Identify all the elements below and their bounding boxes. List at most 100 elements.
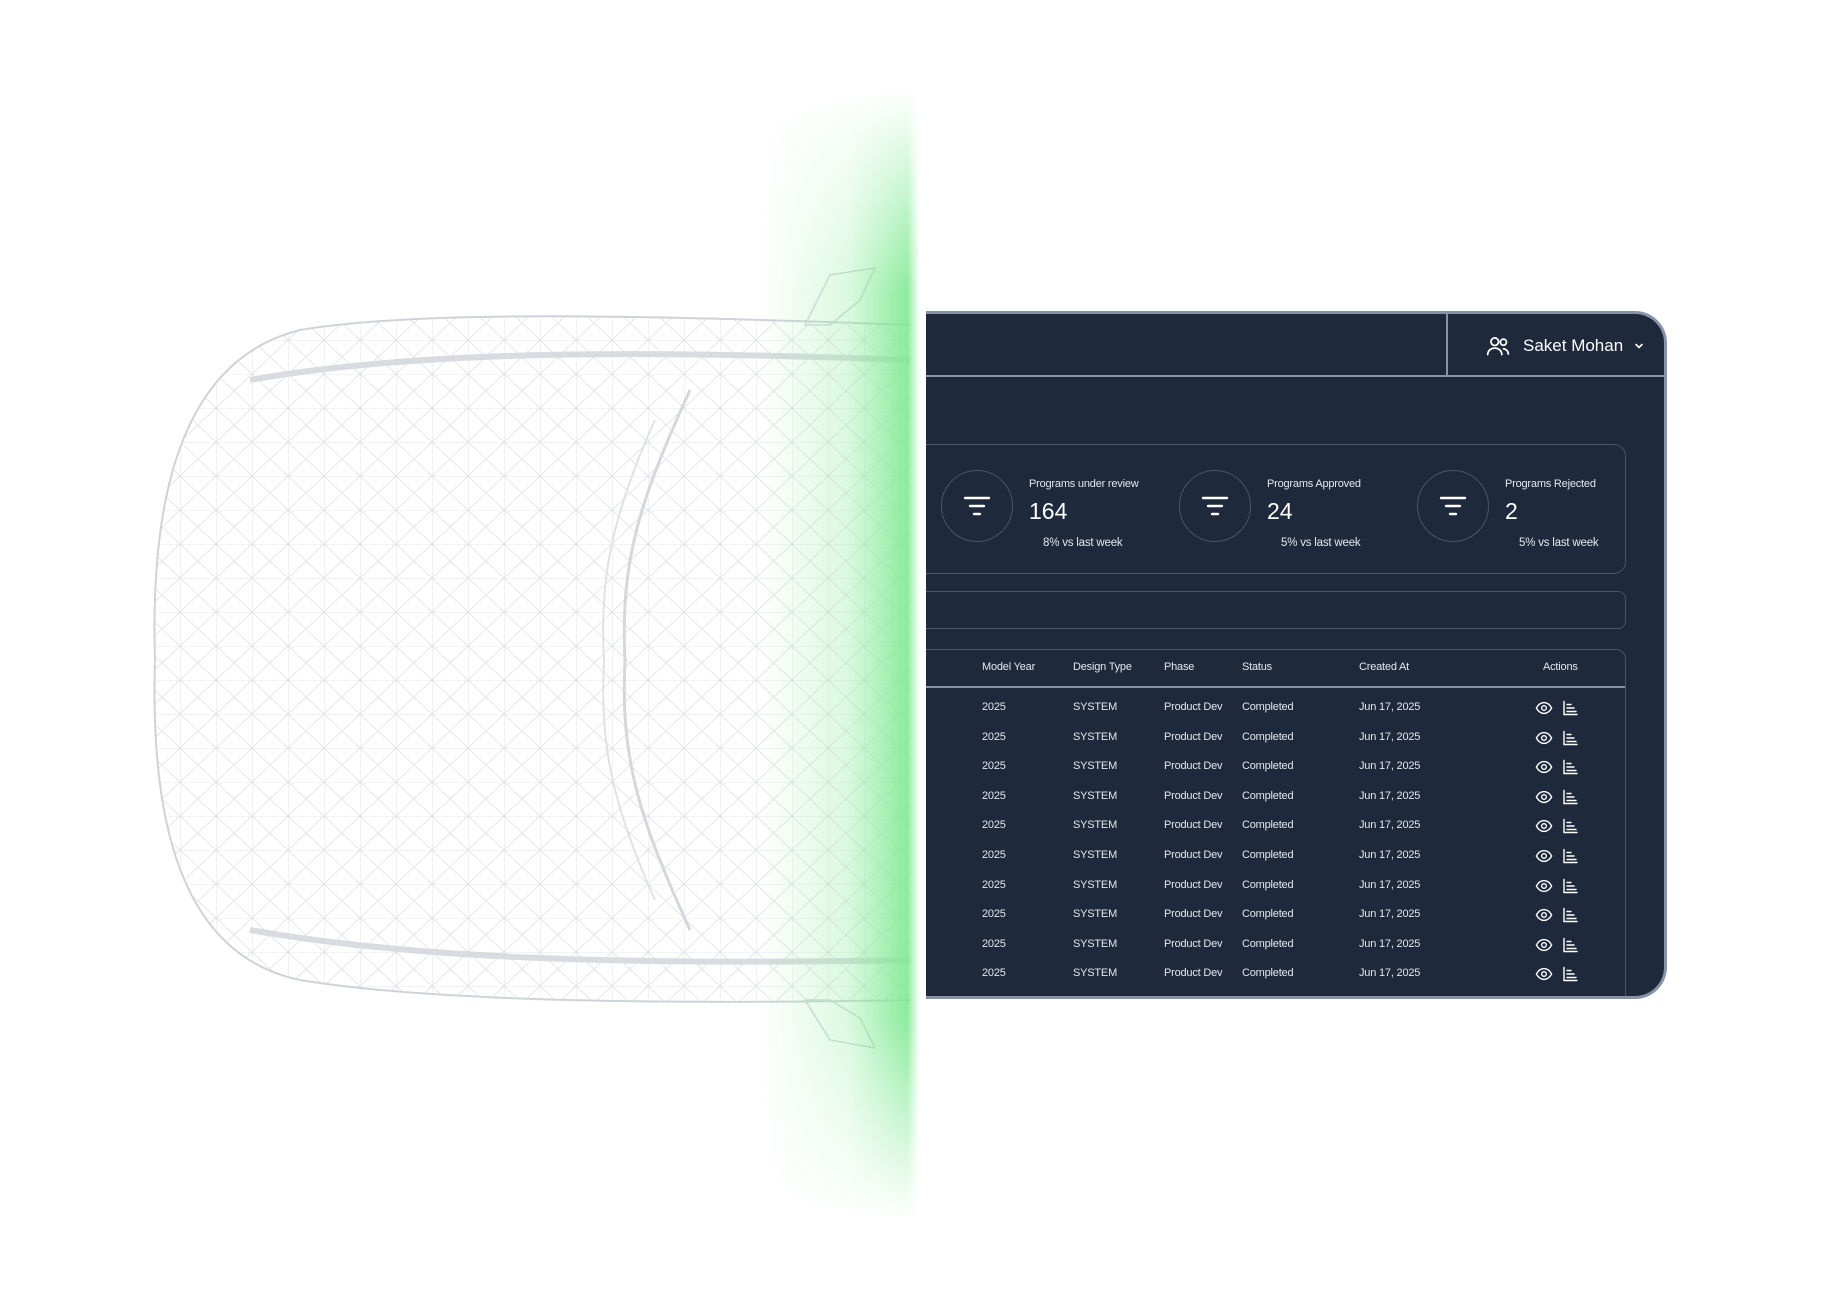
cell-design-type: SYSTEM xyxy=(1073,701,1118,713)
cell-created-at: Jun 17, 2025 xyxy=(1359,937,1421,950)
cell-created-at: Jun 17, 2025 xyxy=(1359,878,1421,891)
cell-phase: Product Dev xyxy=(1164,937,1223,950)
eye-icon[interactable] xyxy=(1535,789,1553,805)
bar-chart-icon[interactable] xyxy=(1561,818,1579,834)
dashboard-panel: Saket Mohan Programs under review 164 8%… xyxy=(926,311,1667,999)
stat-change: 5% vs last week xyxy=(1281,537,1361,549)
cell-model-year: 2025 xyxy=(982,908,1006,921)
cell-phase: Product Dev xyxy=(1164,701,1223,713)
cell-status: Completed xyxy=(1242,849,1294,861)
cell-design-type: SYSTEM xyxy=(1073,789,1118,802)
eye-icon[interactable] xyxy=(1535,937,1553,953)
cell-model-year: 2025 xyxy=(982,878,1006,891)
eye-icon[interactable] xyxy=(1535,848,1553,864)
cell-phase: Product Dev xyxy=(1164,730,1223,743)
cell-model-year: 2025 xyxy=(982,760,1006,773)
eye-icon[interactable] xyxy=(1535,878,1553,894)
cell-phase: Product Dev xyxy=(1164,789,1223,802)
search-bar[interactable] xyxy=(926,591,1626,629)
bar-chart-icon[interactable] xyxy=(1561,759,1579,775)
eye-icon[interactable] xyxy=(1535,966,1553,982)
filter-icon xyxy=(1439,496,1467,516)
cell-created-at: Jun 17, 2025 xyxy=(1359,849,1421,861)
eye-icon[interactable] xyxy=(1535,700,1553,716)
eye-icon[interactable] xyxy=(1535,907,1553,923)
cell-status: Completed xyxy=(1242,730,1294,743)
users-icon xyxy=(1486,336,1510,356)
cell-phase: Product Dev xyxy=(1164,760,1223,773)
programs-table: Model Year Design Type Phase Status Crea… xyxy=(926,649,1626,996)
cell-status: Completed xyxy=(1242,760,1294,773)
column-header-created-at[interactable]: Created At xyxy=(1359,661,1409,673)
bar-chart-icon[interactable] xyxy=(1561,700,1579,716)
table-header: Model Year Design Type Phase Status Crea… xyxy=(926,650,1625,688)
stat-change: 8% vs last week xyxy=(1043,537,1123,549)
cell-design-type: SYSTEM xyxy=(1073,967,1118,980)
cell-design-type: SYSTEM xyxy=(1073,908,1118,921)
cell-phase: Product Dev xyxy=(1164,908,1223,921)
stat-icon-circle xyxy=(1417,470,1489,542)
eye-icon[interactable] xyxy=(1535,759,1553,775)
filter-icon xyxy=(1201,496,1229,516)
user-name: Saket Mohan xyxy=(1523,335,1624,355)
column-header-model-year[interactable]: Model Year xyxy=(982,661,1036,673)
bar-chart-icon[interactable] xyxy=(1561,907,1579,923)
cell-status: Completed xyxy=(1242,908,1294,921)
stat-value: 24 xyxy=(1267,498,1293,524)
stat-value: 164 xyxy=(1029,498,1068,524)
bar-chart-icon[interactable] xyxy=(1561,848,1579,864)
stat-icon-circle xyxy=(1179,470,1251,542)
stat-label: Programs under review xyxy=(1029,478,1139,490)
cell-model-year: 2025 xyxy=(982,701,1006,713)
bar-chart-icon[interactable] xyxy=(1561,730,1579,746)
column-header-phase[interactable]: Phase xyxy=(1164,661,1195,673)
bar-chart-icon[interactable] xyxy=(1561,789,1579,805)
cell-status: Completed xyxy=(1242,819,1294,832)
cell-design-type: SYSTEM xyxy=(1073,937,1118,950)
cell-design-type: SYSTEM xyxy=(1073,819,1118,832)
table-row[interactable]: 2025 SYSTEM Product Dev Completed Jun 17, 20… xyxy=(926,872,1625,901)
table-row[interactable]: 2025 SYSTEM Product Dev Completed Jun 17, 20… xyxy=(926,694,1625,723)
stat-label: Programs Approved xyxy=(1267,478,1361,490)
column-header-status[interactable]: Status xyxy=(1242,661,1272,673)
cell-model-year: 2025 xyxy=(982,789,1006,802)
cell-design-type: SYSTEM xyxy=(1073,730,1118,743)
stat-value: 2 xyxy=(1505,498,1518,524)
cell-design-type: SYSTEM xyxy=(1073,878,1118,891)
cell-design-type: SYSTEM xyxy=(1073,760,1118,773)
bar-chart-icon[interactable] xyxy=(1561,937,1579,953)
cell-created-at: Jun 17, 2025 xyxy=(1359,819,1421,832)
cell-model-year: 2025 xyxy=(982,967,1006,980)
user-menu-button[interactable]: Saket Mohan xyxy=(1446,314,1664,377)
cell-created-at: Jun 17, 2025 xyxy=(1359,701,1421,713)
eye-icon[interactable] xyxy=(1535,818,1553,834)
bar-chart-icon[interactable] xyxy=(1561,878,1579,894)
cell-created-at: Jun 17, 2025 xyxy=(1359,789,1421,802)
chevron-down-icon xyxy=(1635,343,1643,349)
column-header-actions: Actions xyxy=(1543,661,1578,673)
cell-phase: Product Dev xyxy=(1164,849,1223,861)
cell-phase: Product Dev xyxy=(1164,967,1223,980)
cell-status: Completed xyxy=(1242,937,1294,950)
cell-status: Completed xyxy=(1242,878,1294,891)
cell-design-type: SYSTEM xyxy=(1073,849,1118,861)
table-row[interactable]: 2025 SYSTEM Product Dev Completed Jun 17, 20… xyxy=(926,753,1625,782)
cell-phase: Product Dev xyxy=(1164,878,1223,891)
cell-model-year: 2025 xyxy=(982,819,1006,832)
top-bar: Saket Mohan xyxy=(926,314,1664,377)
cell-created-at: Jun 17, 2025 xyxy=(1359,730,1421,743)
stat-change: 5% vs last week xyxy=(1519,537,1599,549)
cell-status: Completed xyxy=(1242,967,1294,980)
bar-chart-icon[interactable] xyxy=(1561,966,1579,982)
column-header-design-type[interactable]: Design Type xyxy=(1073,661,1132,673)
eye-icon[interactable] xyxy=(1535,730,1553,746)
cell-created-at: Jun 17, 2025 xyxy=(1359,760,1421,773)
cell-status: Completed xyxy=(1242,701,1294,713)
